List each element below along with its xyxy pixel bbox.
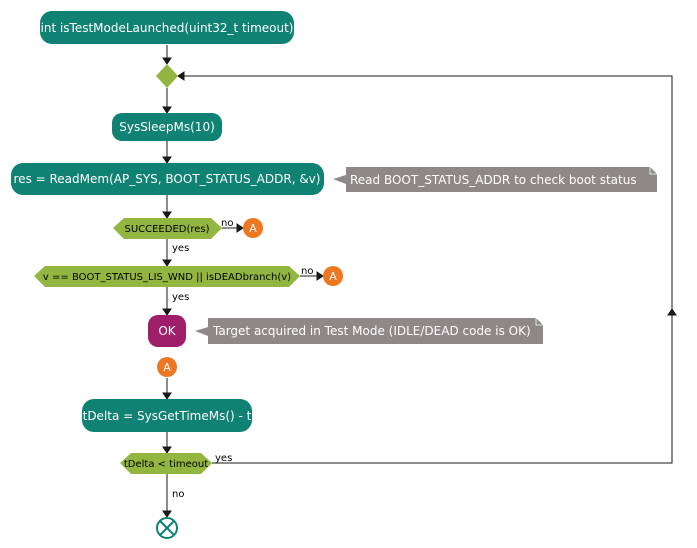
ok-node-shape bbox=[148, 315, 186, 347]
end-cross-line-2 bbox=[159, 520, 175, 536]
timeout-no-label: no bbox=[172, 489, 184, 500]
start-node-label: int isTestModeLaunched(uint32_t timeout) bbox=[41, 21, 294, 35]
timeout-decision: tDelta < timeout bbox=[120, 453, 212, 474]
merge-diamond bbox=[156, 64, 178, 88]
sleep-node-shape bbox=[112, 113, 222, 141]
end-circle-x-icon bbox=[156, 517, 178, 539]
connector-a-1: A bbox=[243, 218, 263, 238]
ok-node: OK bbox=[148, 315, 186, 347]
connector-a-3-label: A bbox=[163, 361, 171, 374]
connector-a-1-label: A bbox=[249, 222, 257, 235]
sleep-node-label: SysSleepMs(10) bbox=[119, 120, 215, 134]
start-node: int isTestModeLaunched(uint32_t timeout) bbox=[40, 11, 294, 44]
timeout-decision-label: tDelta < timeout bbox=[124, 459, 208, 470]
connector-a-2-circle bbox=[323, 266, 343, 286]
ok-node-label: OK bbox=[158, 324, 176, 338]
connector-a-2-label: A bbox=[329, 270, 337, 283]
edges bbox=[162, 45, 677, 518]
ok-note-label: Target acquired in Test Mode (IDLE/DEAD … bbox=[212, 324, 531, 338]
succeeded-decision-shape bbox=[113, 218, 222, 239]
timeout-decision-shape bbox=[120, 453, 212, 474]
readmem-node-shape bbox=[11, 163, 324, 195]
connector-a-2: A bbox=[323, 266, 343, 286]
bootstatus-yes-label: yes bbox=[172, 292, 189, 303]
ok-note-fold bbox=[535, 318, 543, 326]
connector-a-3-circle bbox=[157, 357, 177, 377]
bootstatus-decision: v == BOOT_STATUS_LIS_WND || isDEADbranch… bbox=[34, 266, 300, 287]
connector-a-3: A bbox=[157, 357, 177, 377]
connector-a-1-circle bbox=[243, 218, 263, 238]
timeout-yes-label: yes bbox=[215, 453, 232, 464]
readmem-note-shape bbox=[333, 167, 657, 192]
ok-note-shape bbox=[195, 318, 543, 344]
start-node-shape bbox=[40, 11, 294, 44]
succeeded-yes-label: yes bbox=[172, 243, 189, 254]
readmem-node-label: res = ReadMem(AP_SYS, BOOT_STATUS_ADDR, … bbox=[14, 172, 321, 186]
tdelta-node: tDelta = SysGetTimeMs() - t bbox=[82, 399, 252, 432]
ok-note: Target acquired in Test Mode (IDLE/DEAD … bbox=[195, 318, 543, 344]
bootstatus-decision-shape bbox=[34, 266, 300, 287]
readmem-node: res = ReadMem(AP_SYS, BOOT_STATUS_ADDR, … bbox=[11, 163, 324, 195]
tdelta-node-shape bbox=[82, 399, 252, 432]
succeeded-no-label: no bbox=[221, 218, 233, 229]
readmem-note-fold bbox=[649, 167, 657, 175]
bootstatus-decision-label: v == BOOT_STATUS_LIS_WND || isDEADbranch… bbox=[43, 272, 291, 283]
readmem-note-label: Read BOOT_STATUS_ADDR to check boot stat… bbox=[350, 173, 637, 187]
readmem-note: Read BOOT_STATUS_ADDR to check boot stat… bbox=[333, 167, 657, 192]
tdelta-node-label: tDelta = SysGetTimeMs() - t bbox=[83, 409, 252, 423]
bootstatus-no-label: no bbox=[301, 266, 313, 277]
succeeded-decision-label: SUCCEEDED(res) bbox=[124, 224, 209, 235]
succeeded-decision: SUCCEEDED(res) bbox=[113, 218, 222, 239]
sleep-node: SysSleepMs(10) bbox=[112, 113, 222, 141]
